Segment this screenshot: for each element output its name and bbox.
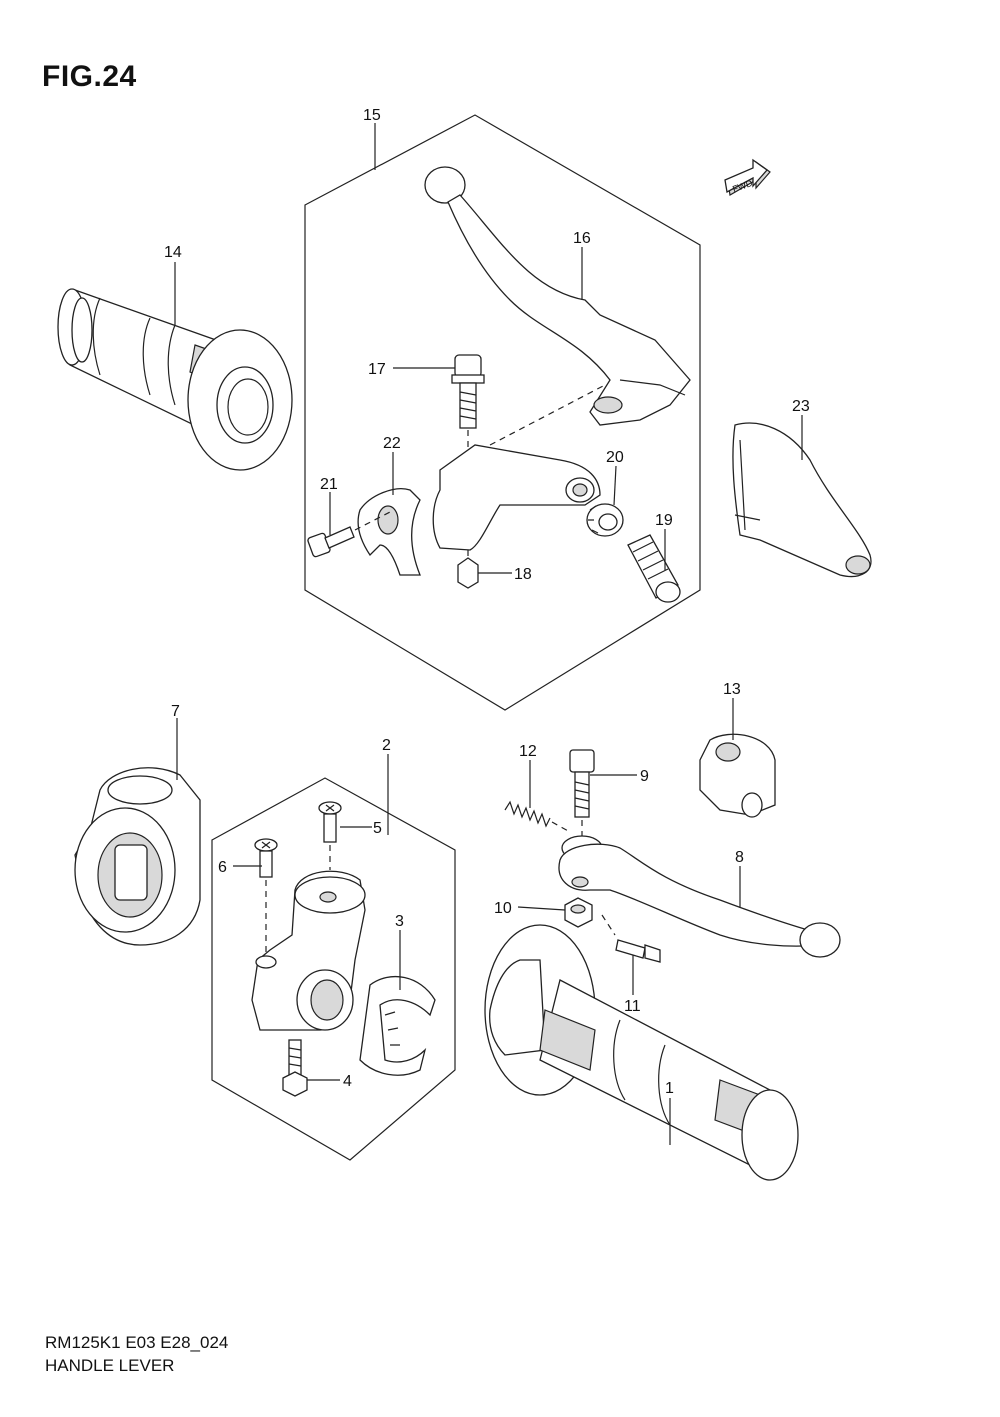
callout-5: 5 (373, 820, 382, 837)
callout-17: 17 (368, 361, 386, 378)
right-grip-part-1 (484, 924, 799, 1181)
callout-6: 6 (218, 859, 227, 876)
nut-part-18 (457, 550, 479, 589)
callout-22: 22 (383, 435, 401, 452)
callout-13: 13 (723, 681, 741, 698)
bolt-part-17 (451, 354, 485, 455)
spring-part-12 (504, 800, 571, 833)
bolt-part-4 (282, 1039, 308, 1097)
nut-part-10 (564, 897, 593, 928)
fwd-arrow-icon: FWD (724, 158, 771, 196)
callout-15: 15 (363, 107, 381, 124)
figure-title: FIG.24 (42, 60, 137, 93)
callout-21: 21 (320, 476, 338, 493)
screw-part-6 (254, 838, 278, 955)
bolt-part-11 (601, 914, 661, 963)
figure-name: HANDLE LEVER (45, 1356, 175, 1375)
callout-19: 19 (655, 512, 673, 529)
callout-11: 11 (624, 998, 641, 1015)
clamp-part-3 (359, 975, 436, 1076)
lever-boot-part-23 (732, 422, 872, 578)
screw-part-21 (307, 511, 391, 558)
callout-2: 2 (382, 737, 391, 754)
clutch-lever-part-16 (424, 166, 691, 426)
lever-holder-part-22 (357, 384, 606, 576)
callout-8: 8 (735, 849, 744, 866)
leader-lines (174, 123, 803, 1145)
callout-16: 16 (573, 230, 591, 247)
brake-lever-part-8 (558, 835, 841, 958)
callout-23: 23 (792, 398, 810, 415)
figure-code: RM125K1 E03 E28_024 (45, 1333, 229, 1352)
callout-labels: 1 2 3 4 5 6 7 8 9 10 11 12 13 14 15 16 1… (164, 107, 810, 1097)
callout-12: 12 (519, 743, 537, 760)
callout-1: 1 (665, 1080, 674, 1097)
adjuster-part-19 (627, 534, 681, 603)
switch-housing-part-7 (74, 767, 201, 946)
callout-4: 4 (343, 1073, 352, 1090)
callout-18: 18 (514, 566, 532, 583)
callout-9: 9 (640, 768, 649, 785)
lever-cover-part-13 (699, 733, 776, 818)
group-outline-15 (304, 114, 701, 711)
callout-7: 7 (171, 703, 180, 720)
left-grip-part-14 (57, 288, 293, 471)
lever-bracket-part-2 (251, 870, 366, 1031)
pivot-bolt-part-9 (569, 749, 595, 840)
callout-10: 10 (494, 900, 512, 917)
callout-20: 20 (606, 449, 624, 466)
screw-part-5 (318, 801, 342, 870)
locknut-part-20 (586, 503, 624, 537)
callout-14: 14 (164, 244, 182, 261)
callout-3: 3 (395, 913, 404, 930)
group-outline-2 (211, 777, 456, 1161)
